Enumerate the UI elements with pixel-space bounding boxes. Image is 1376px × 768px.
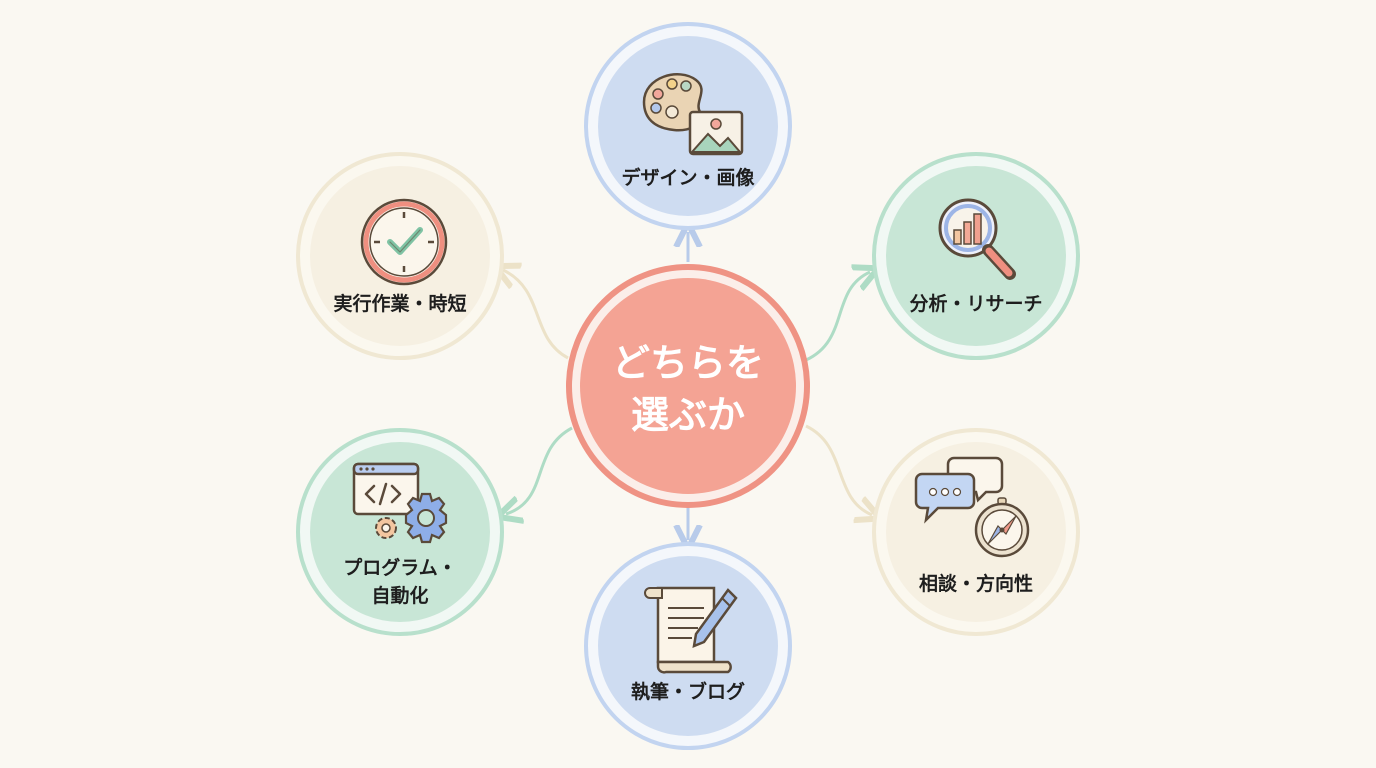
magnifier-chart-icon — [938, 198, 1016, 280]
center-node: どちらを 選ぶか — [566, 264, 810, 508]
clock-check-icon — [360, 198, 448, 286]
node-writing: 執筆・ブログ — [584, 542, 792, 750]
center-title-line1: どちらを — [611, 341, 764, 385]
arrow-to-program — [506, 426, 573, 514]
node-execution: 実行作業・時短 — [296, 152, 504, 360]
node-program-label-line1: プログラム・ — [343, 557, 457, 579]
center-title-line2: 選ぶか — [630, 393, 745, 437]
node-analysis: 分析・リサーチ — [872, 152, 1080, 360]
arrow-to-execution — [503, 270, 569, 360]
palette-image-icon — [642, 73, 744, 156]
node-program: プログラム・ 自動化 — [296, 428, 504, 636]
node-analysis-label: 分析・リサーチ — [909, 293, 1043, 315]
arrow-to-analysis — [805, 272, 870, 362]
node-consult: 相談・方向性 — [872, 428, 1080, 636]
node-program-label-line2: 自動化 — [371, 585, 429, 607]
node-execution-label: 実行作業・時短 — [333, 293, 467, 315]
code-gear-icon — [352, 462, 448, 544]
node-design: デザイン・画像 — [584, 22, 792, 230]
scroll-pen-icon — [644, 586, 738, 674]
arrow-to-consult — [805, 424, 872, 515]
node-consult-label: 相談・方向性 — [918, 573, 1033, 595]
node-writing-label: 執筆・ブログ — [630, 681, 745, 703]
node-design-label: デザイン・画像 — [621, 167, 755, 189]
chat-compass-icon — [914, 456, 1030, 558]
